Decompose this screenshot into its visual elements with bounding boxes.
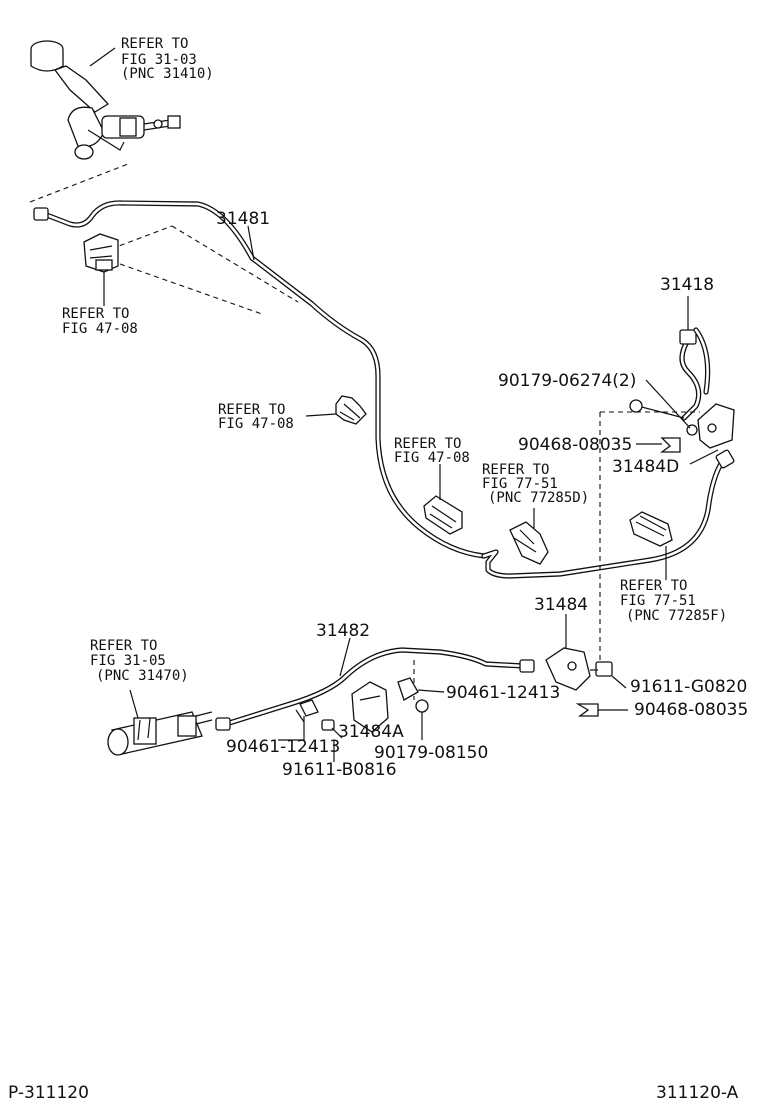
ref-fig-47-08-right-line1: REFER TO xyxy=(394,436,461,452)
clamp-fig-77-51-f[interactable] xyxy=(629,511,673,547)
part-number-90468-08035-top: 90468-08035 xyxy=(518,435,632,455)
ref-fig-31-03-line1: REFER TO xyxy=(121,36,188,52)
bracket-31484a[interactable] xyxy=(351,681,389,733)
clamp-fig-47-08-mid[interactable] xyxy=(335,395,367,425)
clutch-flexible-hose-31418[interactable] xyxy=(629,327,711,421)
bracket-31484d[interactable] xyxy=(686,403,735,449)
clamp-fig-77-51-d[interactable] xyxy=(509,521,549,565)
part-number-90179-08150: 90179-08150 xyxy=(374,743,488,763)
ref-fig-31-05-line2: FIG 31-05 xyxy=(90,653,166,669)
part-number-31482: 31482 xyxy=(316,621,370,641)
clamp-fig-47-08-right[interactable] xyxy=(423,495,463,535)
clip-90468-08035-top[interactable] xyxy=(660,437,681,453)
ref-fig-77-51-f-line2: FIG 77-51 xyxy=(620,593,696,609)
part-number-31484: 31484 xyxy=(534,595,588,615)
clutch-line-31482[interactable] xyxy=(215,647,535,731)
ref-fig-47-08-mid-line1: REFER TO xyxy=(218,402,285,418)
ref-fig-77-51-f-line1: REFER TO xyxy=(620,578,687,594)
ref-fig-31-03-line3: (PNC 31410) xyxy=(121,66,214,82)
clip-90461-12413-right[interactable] xyxy=(397,677,419,701)
ref-fig-31-05-line3: (PNC 31470) xyxy=(96,668,189,684)
bracket-31484[interactable] xyxy=(545,647,591,691)
nut-90179-08150[interactable] xyxy=(415,699,429,713)
ref-fig-47-08-right-line2: FIG 47-08 xyxy=(394,450,470,466)
clutch-line-31481[interactable] xyxy=(33,200,735,579)
ref-fig-77-51-d-line3: (PNC 77285D) xyxy=(488,490,589,506)
bolt-91611-b0816[interactable] xyxy=(321,719,343,739)
clip-90468-08035-bottom[interactable] xyxy=(575,703,599,717)
part-number-90461-12413-right: 90461-12413 xyxy=(446,683,560,703)
ref-fig-47-08-mid-line2: FIG 47-08 xyxy=(218,416,294,432)
clutch-release-cylinder[interactable] xyxy=(107,711,213,756)
clamp-fig-47-08-top[interactable] xyxy=(83,233,119,273)
ref-fig-77-51-d-line1: REFER TO xyxy=(482,462,549,478)
part-number-90179-06274: 90179-06274(2) xyxy=(498,371,636,391)
part-number-90461-12413-left: 90461-12413 xyxy=(226,737,340,757)
ref-fig-47-08-top-line1: REFER TO xyxy=(62,306,129,322)
ref-fig-77-51-f-line3: (PNC 77285F) xyxy=(626,608,727,624)
ref-fig-47-08-top-line2: FIG 47-08 xyxy=(62,321,138,337)
part-number-91611-g0820: 91611-G0820 xyxy=(630,677,747,697)
ref-fig-77-51-d-line2: FIG 77-51 xyxy=(482,476,558,492)
part-number-91611-b0816: 91611-B0816 xyxy=(282,760,397,780)
part-number-31418: 31418 xyxy=(660,275,714,295)
part-number-31484d: 31484D xyxy=(612,457,679,477)
part-number-31481: 31481 xyxy=(216,209,270,229)
ref-fig-31-03-line2: FIG 31-03 xyxy=(121,52,197,68)
clutch-master-cylinder[interactable] xyxy=(30,40,181,160)
footer-left-code: P-311120 xyxy=(8,1083,89,1103)
bolt-91611-g0820[interactable] xyxy=(590,661,613,677)
clip-90461-12413-left[interactable] xyxy=(295,699,319,723)
part-number-31484a: 31484A xyxy=(338,722,404,742)
part-number-90468-08035-bottom: 90468-08035 xyxy=(634,700,748,720)
ref-fig-31-05-line1: REFER TO xyxy=(90,638,157,654)
footer-right-code: 311120-A xyxy=(656,1083,739,1103)
